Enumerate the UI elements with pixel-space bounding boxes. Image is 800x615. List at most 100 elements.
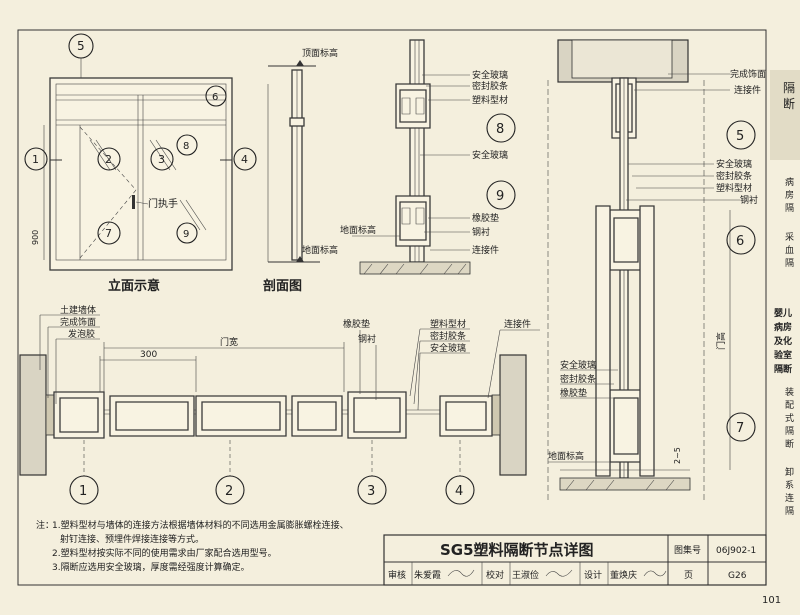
detail-circle-5-label: 5 <box>736 129 744 144</box>
plan-label-connector: 连接件 <box>504 318 531 330</box>
tab-mid-1: 婴儿 <box>774 307 792 319</box>
tab-bottom-2: 系 <box>785 480 794 491</box>
d89-label-connector: 连接件 <box>472 244 499 256</box>
tab-char-1: 隔 <box>783 81 795 95</box>
plan-circle-1 <box>69 475 99 505</box>
plan-circle-1-label: 1 <box>79 484 87 499</box>
atlas-number: 06J902-1 <box>716 546 756 556</box>
callout-7-label: 7 <box>105 227 112 240</box>
plan-label-steel: 钢衬 <box>358 333 376 345</box>
page-number: 101 <box>762 595 781 606</box>
callout-8-label: 8 <box>183 141 189 152</box>
plan-label-wall: 土建墙体 <box>60 304 96 316</box>
callout-1-label: 1 <box>32 153 39 166</box>
plan-label-profile: 塑料型材 <box>430 318 466 330</box>
plan-label-rubber: 橡胶垫 <box>343 318 370 330</box>
page-label: 页 <box>684 570 693 581</box>
plan-circle-4-label: 4 <box>455 484 463 499</box>
callout-3-label: 3 <box>158 153 165 166</box>
door-height-label: 门高 <box>715 332 727 350</box>
door-width-label: 门宽 <box>220 336 238 348</box>
tab-faint-6: 隔 <box>785 258 794 269</box>
callout-4-label: 4 <box>241 153 248 166</box>
d89-label-steel: 钢衬 <box>472 226 490 238</box>
plan-circle-2-label: 2 <box>225 484 233 499</box>
plan-circle-3 <box>357 475 387 505</box>
side-tab: 隔 断 病 房 隔 采 血 隔 婴儿 病房 及化 验室 隔断 装 配 式 隔 断… <box>770 70 800 517</box>
callout-5-label: 5 <box>77 39 85 53</box>
atlas-label: 图集号 <box>674 544 701 556</box>
d57-label-profile: 塑料型材 <box>716 182 752 194</box>
note-line-3: 2.塑料型材按实际不同的使用需求由厂家配合选用型号。 <box>52 547 277 559</box>
note-line-1: 1.塑料型材与墙体的连接方法根据墙体材料的不同选用金属膨胀螺栓连接、 <box>52 519 349 531</box>
callout-9-label: 9 <box>183 229 189 240</box>
review-label: 审核 <box>388 569 406 581</box>
detail-circle-9-label: 9 <box>496 189 504 204</box>
dim-2-5: 2~5 <box>673 447 682 464</box>
door-handle-icon <box>132 195 135 209</box>
tab-low-4: 隔 <box>785 426 794 437</box>
notes-block: 注： 1.塑料型材与墙体的连接方法根据墙体材料的不同选用金属膨胀螺栓连接、 射钉… <box>36 519 349 573</box>
tab-faint-3: 隔 <box>785 203 794 214</box>
tab-mid-2: 病房 <box>774 321 792 333</box>
design-signature <box>643 570 667 577</box>
dim-300: 300 <box>140 350 157 360</box>
tab-faint-1: 病 <box>785 176 794 188</box>
d89-label-profile: 塑料型材 <box>472 94 508 106</box>
callout-7 <box>97 221 121 245</box>
callout-2-label: 2 <box>105 153 112 166</box>
callout-1 <box>24 147 48 171</box>
d57-label-seal: 密封胶条 <box>716 170 752 182</box>
d89-label-glass-2: 安全玻璃 <box>472 149 508 161</box>
d57-label-finish: 完成饰面 <box>730 68 766 80</box>
tab-char-2: 断 <box>783 96 795 111</box>
elevation-title: 立面示意 <box>108 278 160 294</box>
check-signature <box>545 569 573 577</box>
review-signature <box>447 569 475 577</box>
callout-9 <box>176 222 198 244</box>
d57-label-glass: 安全玻璃 <box>716 158 752 170</box>
detail-circle-9 <box>486 180 516 210</box>
detail-8-9: 安全玻璃 密封胶条 塑料型材 安全玻璃 橡胶垫 钢衬 地面标高 连接件 8 9 <box>340 39 516 275</box>
design-name: 董焕庆 <box>610 569 637 581</box>
plan-circle-2 <box>215 475 245 505</box>
d57-label-glass-2: 安全玻璃 <box>560 359 596 371</box>
tab-mid-5: 隔断 <box>774 363 792 375</box>
callout-2 <box>97 147 121 171</box>
callout-6 <box>205 85 227 107</box>
tab-mid-3: 及化 <box>774 335 792 347</box>
check-label: 校对 <box>486 569 504 581</box>
detail-circle-5 <box>726 120 756 150</box>
tab-bottom-4: 隔 <box>785 506 794 517</box>
d57-label-rubber: 橡胶垫 <box>560 387 587 399</box>
d89-label-glass: 安全玻璃 <box>472 69 508 81</box>
plan-label-seal: 密封胶条 <box>430 330 466 342</box>
notes-prefix: 注： <box>36 519 54 531</box>
callout-4 <box>233 147 257 171</box>
tab-low-3: 式 <box>785 412 794 424</box>
plan-detail: 300 门宽 土建墙体 完成饰面 发泡胶 橡胶垫 钢衬 塑料型材 密封胶条 安全… <box>19 304 540 505</box>
d57-label-seal-2: 密封胶条 <box>560 373 596 385</box>
tab-faint-4: 采 <box>785 232 794 243</box>
detail-circle-6-label: 6 <box>736 234 744 249</box>
detail-5-6-7: 完成饰面 连接件 安全玻璃 密封胶条 塑料型材 钢衬 安全玻璃 密封胶条 橡胶垫… <box>547 39 766 500</box>
detail-circle-8-label: 8 <box>496 122 504 137</box>
note-line-2: 射钉连接、预埋件焊接连接等方式。 <box>60 533 204 545</box>
top-level-label: 顶面标高 <box>302 47 338 59</box>
tab-bottom-3: 连 <box>785 492 794 504</box>
plan-circle-4 <box>445 475 475 505</box>
plan-label-glass: 安全玻璃 <box>430 342 466 354</box>
drawing-title: SG5塑料隔断节点详图 <box>440 541 594 559</box>
plan-circle-3-label: 3 <box>367 484 375 499</box>
page-code: G26 <box>728 571 747 581</box>
dimension-900: 900 <box>31 230 40 245</box>
section-view: 顶面标高 地面标高 剖面图 <box>263 47 338 294</box>
elevation-view: 门执手 900 5 1 2 3 4 8 7 9 6 立面示意 <box>24 33 257 294</box>
title-block: SG5塑料隔断节点详图 图集号 06J902-1 审核 朱爱霞 校对 王淑俭 设… <box>383 534 767 586</box>
tab-bottom-1: 卸 <box>785 466 794 478</box>
callout-6-label: 6 <box>212 92 218 103</box>
section-floor-level: 地面标高 <box>302 244 338 256</box>
callout-3 <box>150 147 174 171</box>
